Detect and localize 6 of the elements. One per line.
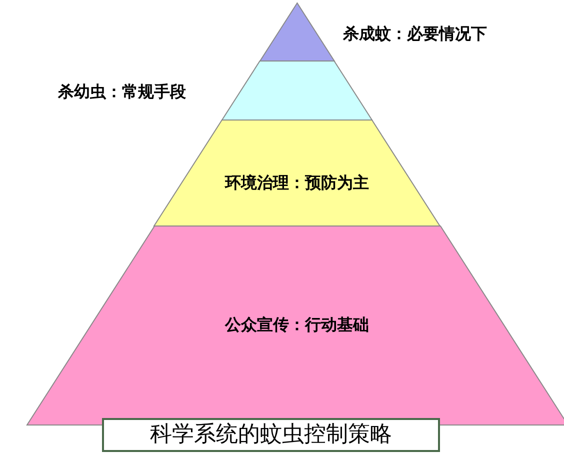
caption: 科学系统的蚊虫控制策略 bbox=[102, 418, 440, 452]
tier-label: 杀幼虫：常规手段 bbox=[58, 82, 186, 103]
tier-label: 杀成蚊：必要情况下 bbox=[343, 24, 487, 45]
pyramid-top bbox=[258, 2, 336, 62]
tier-label: 环境治理：预防为主 bbox=[224, 173, 370, 194]
tier-label: 公众宣传：行动基础 bbox=[224, 315, 370, 336]
